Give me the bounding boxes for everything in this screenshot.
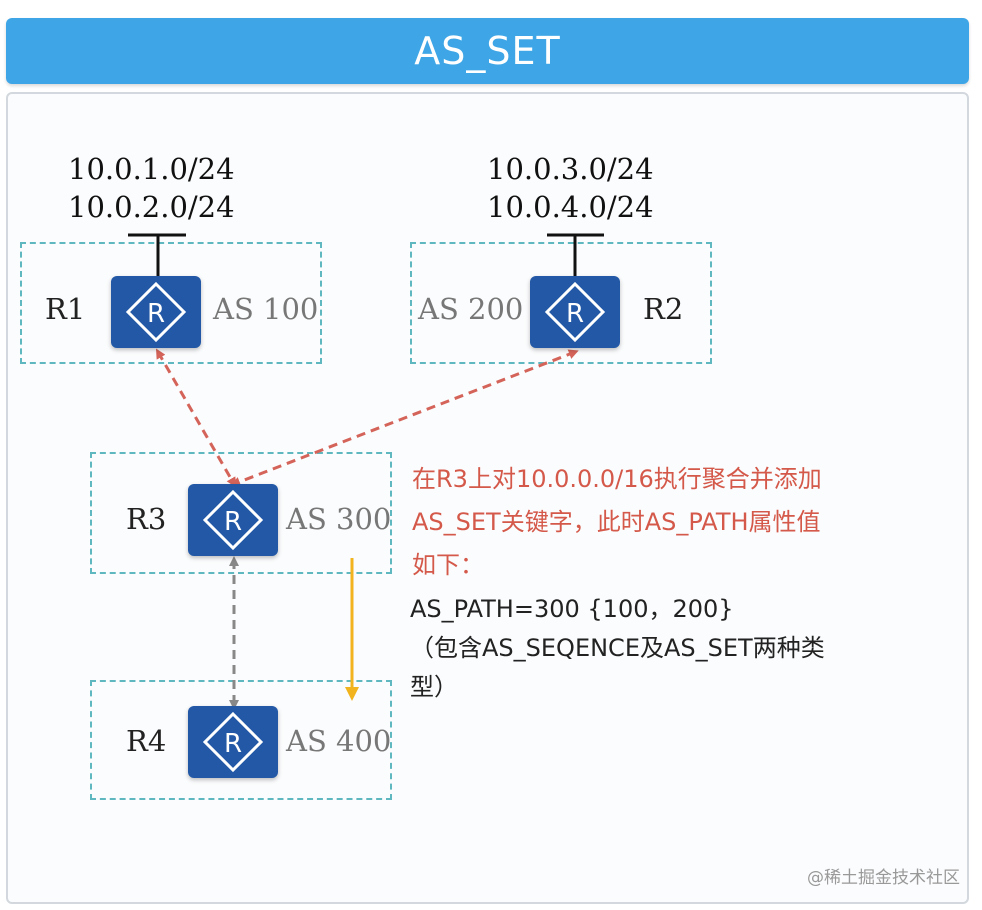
svg-text:R: R — [147, 299, 165, 329]
as-path-explanation-1: （包含AS_SEQENCE及AS_SET两种类 — [410, 634, 825, 662]
watermark: @稀土掘金技术社区 — [807, 868, 960, 888]
page-title: AS_SET — [414, 29, 561, 73]
svg-text:R: R — [566, 299, 584, 329]
link-r2-r3 — [230, 349, 579, 487]
as-label-r1: AS 100 — [213, 292, 319, 326]
aggregation-note-line-3: 如下： — [412, 551, 484, 579]
aggregation-note: 在R3上对10.0.0.0/16执行聚合并添加 AS_SET关键字，此时AS_P… — [412, 458, 952, 587]
r1-prefix-1: 10.0.1.0/24 — [68, 152, 235, 186]
svg-text:R: R — [224, 507, 242, 537]
router-r2-name: R2 — [643, 292, 684, 326]
r2-prefix-1: 10.0.3.0/24 — [487, 152, 654, 186]
router-r3-icon: R — [188, 484, 278, 556]
aggregation-note-line-2: AS_SET关键字，此时AS_PATH属性值 — [412, 508, 821, 536]
link-r1-r3 — [156, 348, 236, 488]
as-path-note: AS_PATH=300 {100，200} （包含AS_SEQENCE及AS_S… — [410, 590, 970, 707]
as-label-r4: AS 400 — [286, 724, 392, 758]
router-r4-name: R4 — [126, 724, 167, 758]
r1-prefix-2: 10.0.2.0/24 — [68, 190, 235, 224]
as-label-r3: AS 300 — [286, 502, 392, 536]
title-bar: AS_SET — [6, 18, 969, 84]
as-label-r2: AS 200 — [418, 292, 524, 326]
as-box-r4 — [90, 680, 392, 800]
router-r4-icon: R — [188, 706, 278, 778]
router-r3-name: R3 — [126, 502, 167, 536]
as-path-value: AS_PATH=300 {100，200} — [410, 595, 734, 623]
as-path-explanation-2: 型） — [410, 673, 458, 701]
router-r1-name: R1 — [45, 292, 86, 326]
r2-prefix-2: 10.0.4.0/24 — [487, 190, 654, 224]
r1-prefixes: 10.0.1.0/24 10.0.2.0/24 — [68, 150, 235, 226]
r2-prefixes: 10.0.3.0/24 10.0.4.0/24 — [487, 150, 654, 226]
svg-text:R: R — [224, 729, 242, 759]
aggregation-note-line-1: 在R3上对10.0.0.0/16执行聚合并添加 — [412, 465, 822, 493]
router-r1-icon: R — [111, 276, 201, 348]
diagram-panel — [6, 92, 969, 904]
router-r2-icon: R — [530, 276, 620, 348]
